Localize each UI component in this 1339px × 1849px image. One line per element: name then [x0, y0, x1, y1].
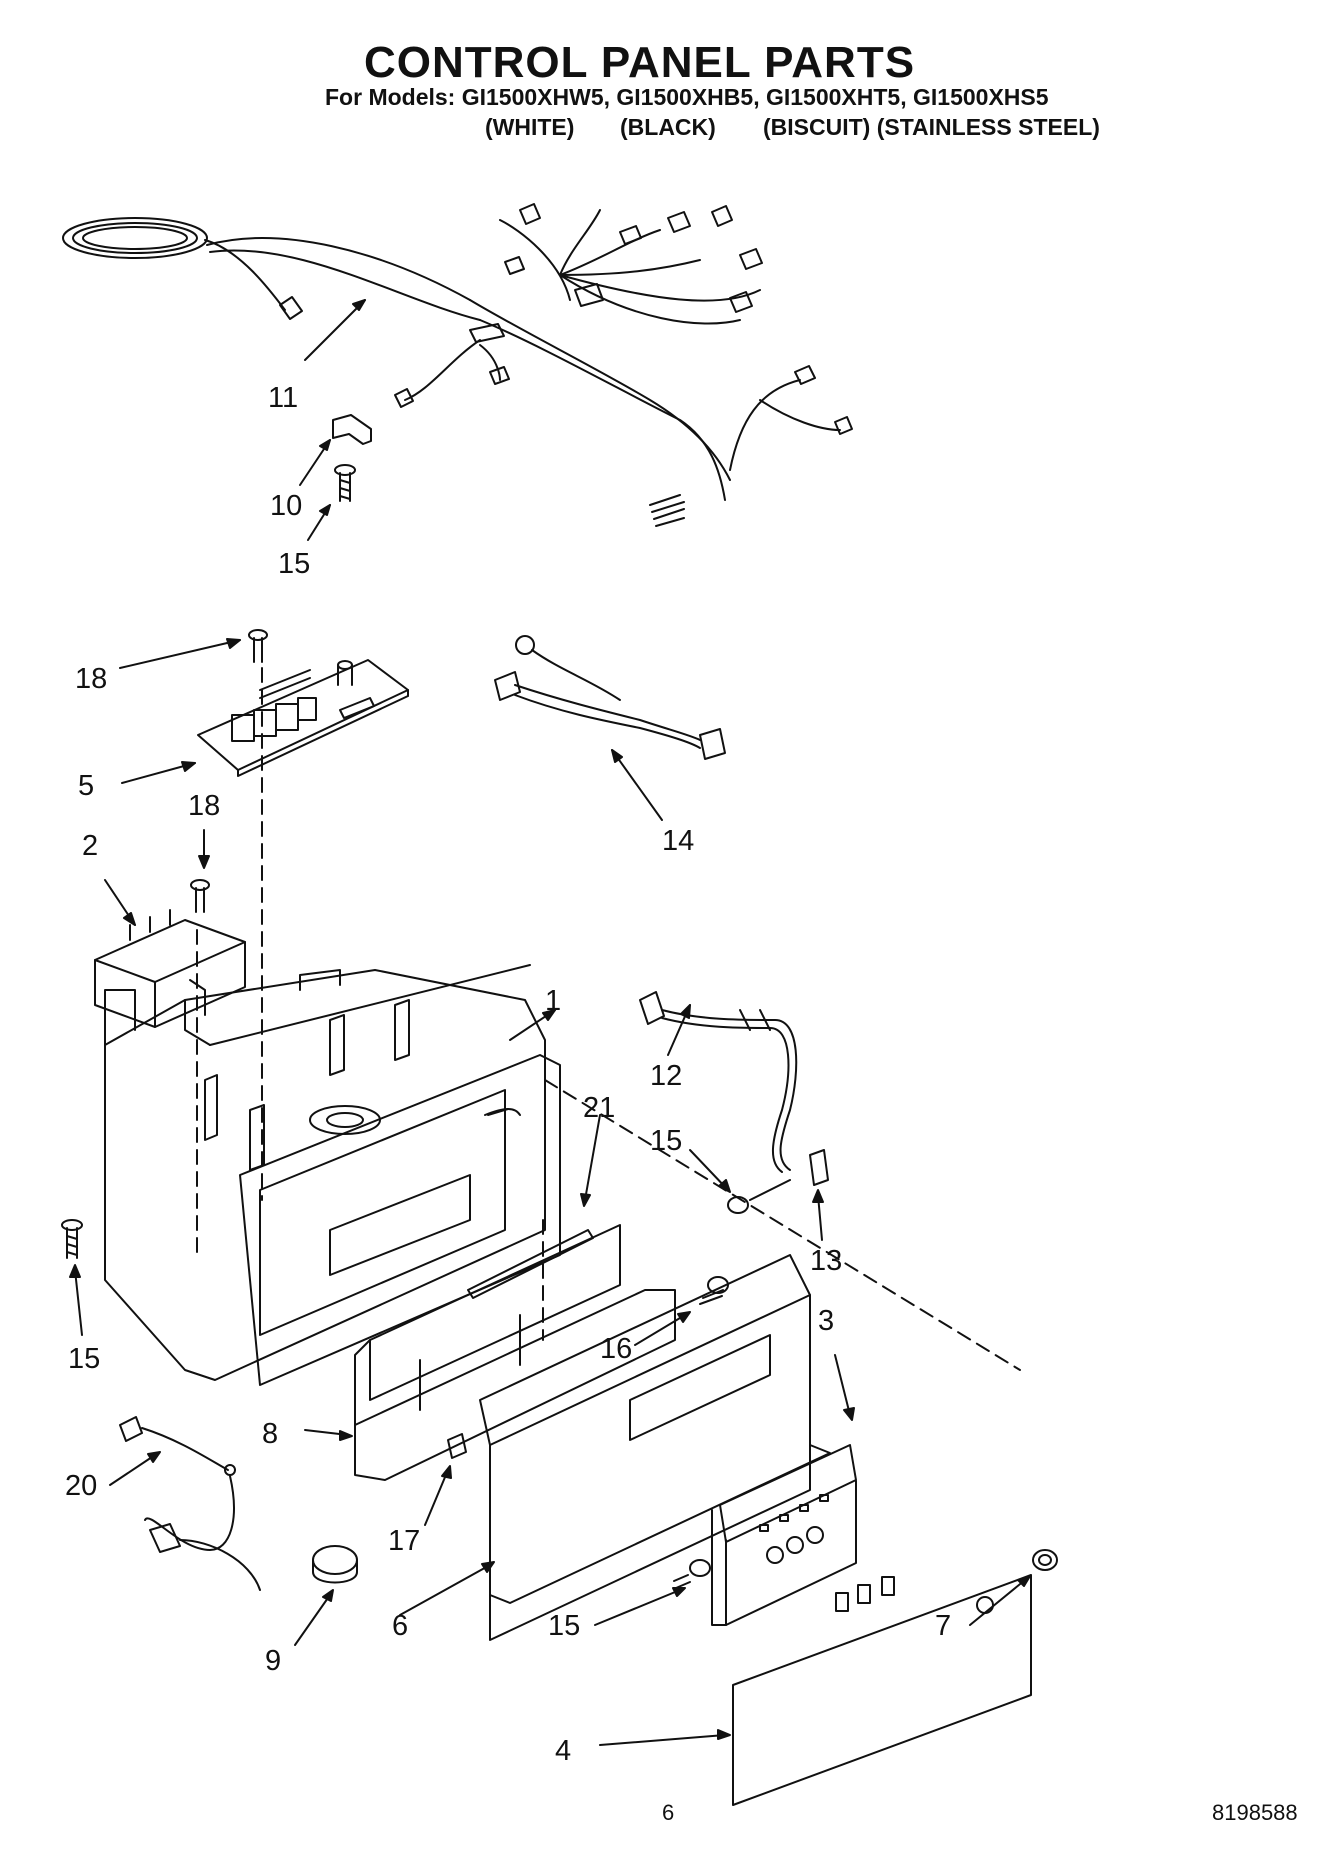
callout-2: 2 [82, 830, 99, 862]
callout-9: 9 [265, 1645, 282, 1677]
models-line: For Models: GI1500XHW5, GI1500XHB5, GI15… [325, 84, 1049, 110]
callout-3: 3 [818, 1305, 835, 1337]
overlay-part-4 [732, 1574, 1032, 1806]
sensor-wire-part-20 [119, 1416, 261, 1591]
screw-part-18-upper [248, 629, 268, 663]
clip-part-10 [332, 414, 372, 445]
callout-6: 6 [392, 1610, 409, 1642]
callout-arrow-11 [304, 299, 366, 361]
callout-18: 18 [188, 790, 221, 822]
page-number: 6 [662, 1800, 675, 1825]
screw-part-15-lower [673, 1559, 711, 1589]
callout-16: 16 [600, 1333, 633, 1365]
color-biscuit-stainless: (BISCUIT) (STAINLESS STEEL) [763, 114, 1100, 140]
clip-part-17 [447, 1433, 467, 1459]
callout-5: 5 [78, 770, 95, 802]
callout-13: 13 [810, 1245, 843, 1277]
callout-15: 15 [68, 1343, 101, 1375]
callout-7: 7 [935, 1610, 952, 1642]
knob-part-7 [1032, 1549, 1058, 1571]
ground-bracket-part-13 [727, 1149, 829, 1214]
callout-8: 8 [262, 1418, 279, 1450]
transformer-part-2 [94, 909, 246, 1028]
screw-part-18-lower [190, 879, 210, 913]
control-panel-part-3 [711, 1444, 857, 1626]
screw-part-15-left [61, 1219, 83, 1259]
callout-11: 11 [268, 382, 299, 414]
callout-4: 4 [555, 1735, 572, 1767]
callout-15: 15 [548, 1610, 581, 1642]
document-number: 8198588 [1212, 1800, 1298, 1825]
console-part-6 [479, 1254, 831, 1641]
color-black: (BLACK) [620, 114, 716, 140]
callout-17: 17 [388, 1525, 421, 1557]
wire-harness-part-14 [494, 635, 726, 760]
bracket-part-8 [354, 1224, 676, 1481]
callout-18: 18 [75, 663, 108, 695]
callout-1: 1 [545, 985, 562, 1017]
control-board-part-5 [197, 659, 409, 777]
wire-part-12 [639, 991, 798, 1173]
screw-part-15-top [334, 464, 356, 502]
callout-21: 21 [583, 1092, 616, 1124]
callout-12: 12 [650, 1060, 683, 1092]
wire-harness-part [62, 203, 853, 527]
button-part-9 [312, 1545, 358, 1584]
color-white: (WHITE) [485, 114, 575, 140]
callout-14: 14 [662, 825, 695, 857]
callout-10: 10 [270, 490, 303, 522]
callout-15: 15 [278, 548, 311, 580]
callout-15: 15 [650, 1125, 683, 1157]
callout-20: 20 [65, 1470, 98, 1502]
control-housing-part-1 [104, 964, 561, 1386]
page-title: CONTROL PANEL PARTS [363, 38, 916, 87]
